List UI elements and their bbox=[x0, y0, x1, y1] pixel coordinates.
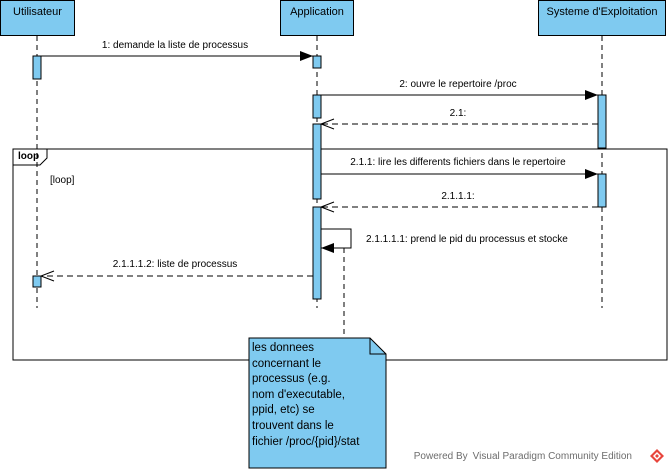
message-2-1-1-arrowhead bbox=[585, 169, 598, 179]
message-1-label: 1: demande la liste de processus bbox=[102, 40, 248, 51]
message-1-arrowhead bbox=[300, 51, 313, 61]
loop-fragment bbox=[12, 148, 668, 361]
loop-fragment-tab bbox=[13, 148, 48, 166]
powered-by-text: Powered By Visual Paradigm Community Edi… bbox=[413, 451, 632, 462]
message-self-arrowhead bbox=[321, 243, 334, 253]
activation-os-2 bbox=[597, 173, 607, 208]
note-line: les donnees bbox=[252, 342, 315, 354]
activation-application-1 bbox=[312, 55, 322, 69]
message-2-1-arrowhead bbox=[319, 118, 335, 130]
activation-application-2 bbox=[312, 94, 322, 119]
note-line: concernant le bbox=[252, 357, 322, 370]
loop-operator-label: loop bbox=[18, 151, 40, 162]
message-2-arrowhead bbox=[585, 90, 598, 100]
message-self-label: 2.1.1.1.1: prend le pid du processus et … bbox=[366, 234, 568, 245]
note-fold bbox=[369, 338, 386, 355]
message-2-label: 2: ouvre le repertoire /proc bbox=[399, 79, 516, 90]
note-line: nom d'executable, bbox=[252, 388, 345, 401]
message-2-1-1-1-arrowhead bbox=[319, 201, 335, 213]
activation-os-1 bbox=[597, 94, 607, 149]
visual-paradigm-logo-icon bbox=[650, 449, 664, 463]
note-line: trouvent dans le bbox=[252, 419, 334, 432]
lifeline-head-os: Systeme d'Exploitation bbox=[538, 0, 666, 36]
message-2-1-1-1-label: 2.1.1.1: bbox=[441, 191, 474, 202]
message-2-1-1-1-2-label: 2.1.1.1.2: liste de processus bbox=[113, 259, 238, 270]
loop-guard: [loop] bbox=[50, 175, 75, 186]
message-2-1-label: 2.1: bbox=[450, 108, 467, 119]
note-line: processus (e.g. bbox=[252, 373, 331, 386]
note-line: ppid, etc) se bbox=[252, 404, 315, 417]
activation-utilisateur-2 bbox=[32, 275, 42, 288]
note-shape bbox=[248, 337, 387, 469]
message-self-line bbox=[321, 228, 352, 249]
message-2-1-1-1-2-arrowhead bbox=[39, 270, 55, 282]
activation-application-3 bbox=[312, 123, 322, 200]
message-2-1-1-label: 2.1.1: lire les differents fichiers dans… bbox=[350, 157, 566, 168]
lifeline-head-utilisateur: Utilisateur bbox=[0, 0, 75, 36]
note-text: les donnees concernant le processus (e.g… bbox=[252, 341, 382, 450]
note-line: fichier /proc/{pid}/stat bbox=[252, 435, 360, 448]
activation-utilisateur-1 bbox=[32, 55, 42, 80]
lifeline-head-application: Application bbox=[280, 0, 354, 36]
activation-application-4 bbox=[312, 206, 322, 300]
